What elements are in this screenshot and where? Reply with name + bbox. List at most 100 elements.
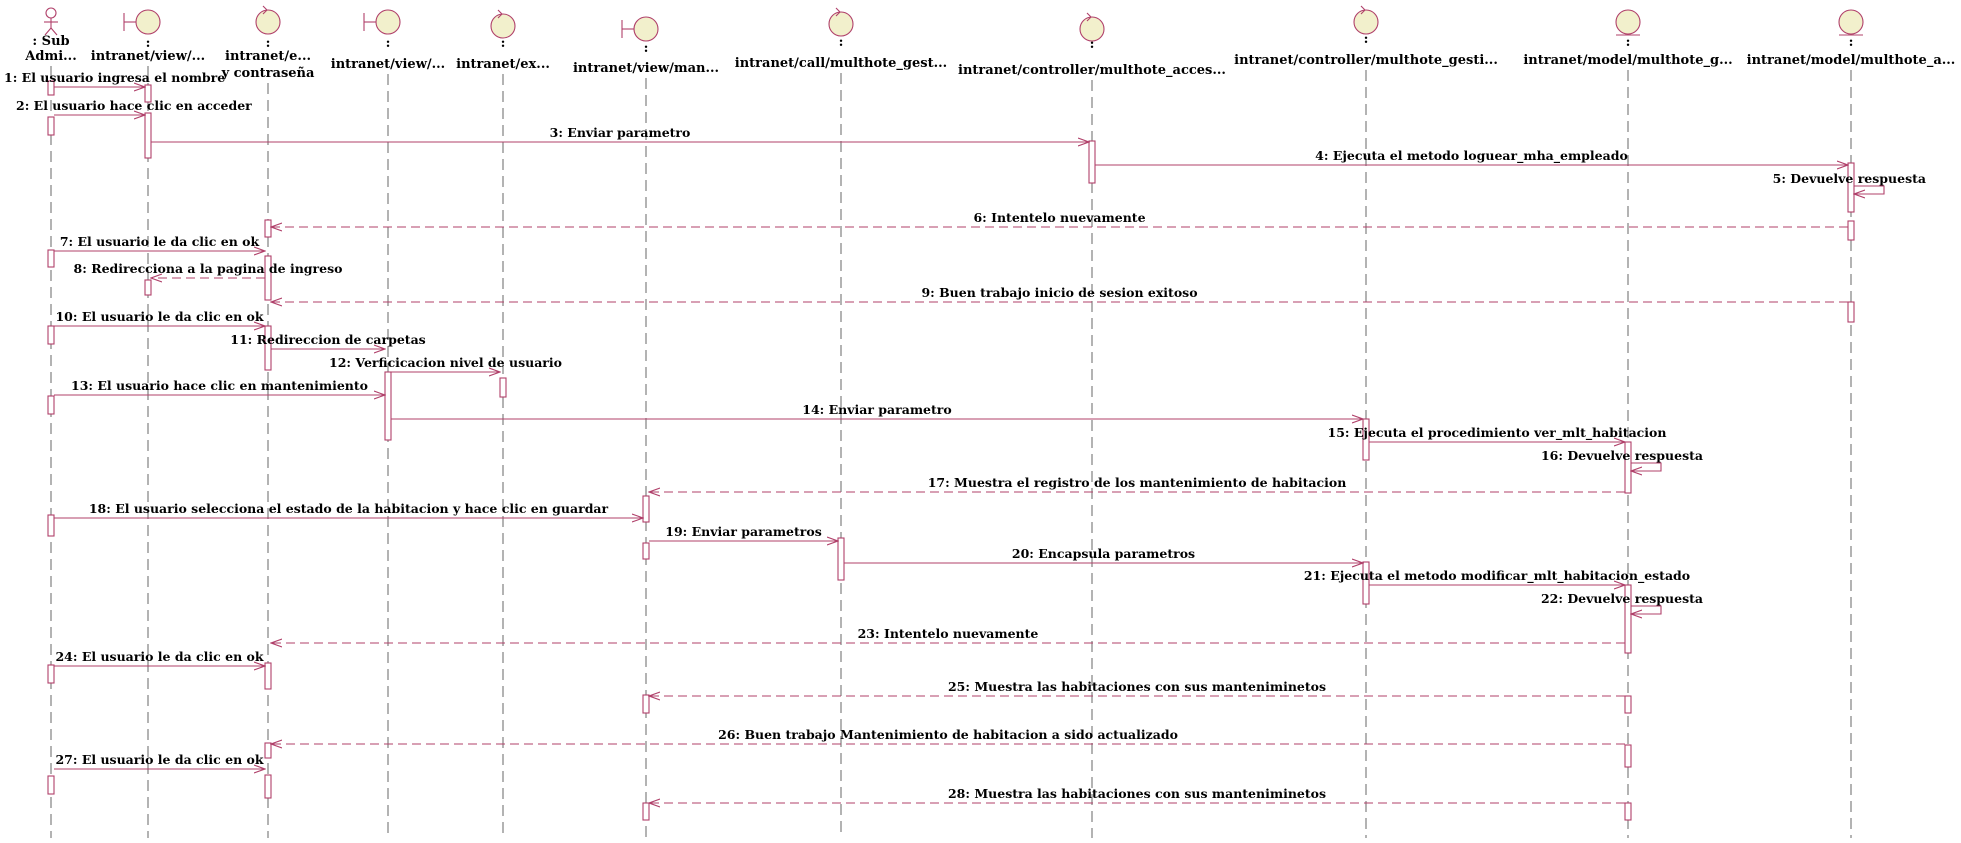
message-20: 20: Encapsula parametros bbox=[844, 546, 1363, 563]
message-arrow bbox=[1631, 605, 1662, 614]
activation-bar bbox=[642, 542, 650, 560]
participant-p2: :intranet/e... y contraseña bbox=[221, 5, 315, 81]
message-label: 1: El usuario ingresa el nombre bbox=[4, 70, 225, 85]
message-label: 28: Muestra las habitaciones con sus man… bbox=[948, 786, 1326, 801]
participant-label: intranet/model/multhote_a... bbox=[1747, 53, 1956, 68]
activation-bar bbox=[264, 325, 272, 371]
message-label: 17: Muestra el registro de los mantenimi… bbox=[928, 475, 1347, 490]
message-5: 5: Devuelve respuesta bbox=[1773, 171, 1926, 194]
message-label: 6: Intentelo nuevamente bbox=[973, 210, 1145, 225]
activation-bar bbox=[1624, 584, 1632, 654]
entity-icon bbox=[1615, 9, 1641, 36]
message-26: 26: Buen trabajo Mantenimiento de habita… bbox=[271, 727, 1625, 744]
activation-bar bbox=[144, 112, 152, 159]
activation-bar bbox=[837, 537, 845, 581]
message-3: 3: Enviar parametro bbox=[151, 125, 1089, 142]
message-label: 25: Muestra las habitaciones con sus man… bbox=[948, 679, 1326, 694]
message-14: 14: Enviar parametro bbox=[391, 402, 1363, 419]
participant-label: intranet/view/... bbox=[91, 49, 205, 64]
participant-label: : bbox=[1626, 35, 1631, 50]
participant-label: intranet/e... bbox=[225, 49, 311, 64]
message-25: 25: Muestra las habitaciones con sus man… bbox=[649, 679, 1625, 696]
message-2: 2: El usuario hace clic en acceder bbox=[16, 98, 252, 115]
message-1: 1: El usuario ingresa el nombre bbox=[4, 70, 225, 87]
activation-bar bbox=[642, 694, 650, 714]
message-label: 19: Enviar parametros bbox=[665, 524, 821, 539]
message-label: 3: Enviar parametro bbox=[550, 125, 691, 140]
participant-label: : bbox=[266, 36, 271, 51]
participant-label: : bbox=[839, 35, 844, 50]
activation-bar bbox=[47, 664, 55, 684]
activation-bar bbox=[47, 325, 55, 345]
activation-bar bbox=[1624, 695, 1632, 714]
message-28: 28: Muestra las habitaciones con sus man… bbox=[649, 786, 1625, 803]
participant-p9: :intranet/model/multhote_g... bbox=[1523, 9, 1733, 68]
message-arrow bbox=[1854, 185, 1885, 194]
message-label: 27: El usuario le da clic en ok bbox=[55, 752, 263, 767]
message-13: 13: El usuario hace clic en mantenimient… bbox=[54, 378, 385, 395]
message-7: 7: El usuario le da clic en ok bbox=[54, 234, 265, 251]
message-label: 13: El usuario hace clic en mantenimient… bbox=[71, 378, 368, 393]
activation-bar bbox=[47, 80, 55, 96]
message-19: 19: Enviar parametros bbox=[649, 524, 838, 541]
message-label: 23: Intentelo nuevamente bbox=[858, 626, 1039, 641]
boundary-icon bbox=[123, 9, 161, 35]
activation-bar bbox=[264, 662, 272, 690]
activation-bar bbox=[1624, 802, 1632, 821]
activation-bar bbox=[499, 377, 507, 398]
message-24: 24: El usuario le da clic en ok bbox=[54, 649, 265, 666]
activation-bar bbox=[1088, 140, 1096, 184]
message-12: 12: Verficicacion nivel de usuario bbox=[329, 355, 562, 372]
activation-bar bbox=[47, 775, 55, 795]
message-4: 4: Ejecuta el metodo loguear_mha_emplead… bbox=[1095, 148, 1848, 165]
participant-p7: :intranet/controller/multhote_acces... bbox=[958, 12, 1226, 78]
control-icon bbox=[255, 5, 281, 35]
activation-bar bbox=[1624, 744, 1632, 768]
message-16: 16: Devuelve respuesta bbox=[1541, 448, 1703, 471]
message-9: 9: Buen trabajo inicio de sesion exitoso bbox=[271, 285, 1848, 302]
activation-bar bbox=[1362, 561, 1370, 605]
activation-bar bbox=[47, 116, 55, 136]
participant-label: : Sub bbox=[32, 34, 69, 49]
message-label: 15: Ejecuta el procedimiento ver_mlt_hab… bbox=[1328, 425, 1667, 441]
message-15: 15: Ejecuta el procedimiento ver_mlt_hab… bbox=[1328, 425, 1667, 442]
activation-bar bbox=[1847, 220, 1855, 241]
message-23: 23: Intentelo nuevamente bbox=[271, 626, 1625, 643]
activation-bar bbox=[1362, 418, 1370, 461]
participant-label: : bbox=[501, 36, 506, 51]
activation-bar bbox=[264, 219, 272, 238]
activation-bar bbox=[144, 279, 152, 296]
participant-label: intranet/call/multhote_gest... bbox=[735, 56, 947, 71]
participant-label: intranet/view/... bbox=[331, 57, 445, 72]
message-21: 21: Ejecuta el metodo modificar_mlt_habi… bbox=[1304, 568, 1690, 585]
message-8: 8: Redirecciona a la pagina de ingreso bbox=[74, 261, 343, 278]
participant-label: : bbox=[146, 36, 151, 51]
message-label: 8: Redirecciona a la pagina de ingreso bbox=[74, 261, 343, 276]
participant-p1: :intranet/view/... bbox=[91, 9, 205, 64]
actor-icon bbox=[44, 7, 58, 36]
participant-p3: :intranet/view/... bbox=[331, 9, 445, 72]
message-label: 7: El usuario le da clic en ok bbox=[60, 234, 260, 249]
participant-label: y contraseña bbox=[221, 66, 315, 81]
message-label: 26: Buen trabajo Mantenimiento de habita… bbox=[718, 727, 1178, 742]
control-icon bbox=[490, 9, 516, 39]
message-17: 17: Muestra el registro de los mantenimi… bbox=[649, 475, 1625, 492]
activation-bar bbox=[264, 774, 272, 799]
message-label: 9: Buen trabajo inicio de sesion exitoso bbox=[921, 285, 1197, 300]
message-label: 12: Verficicacion nivel de usuario bbox=[329, 355, 562, 370]
message-6: 6: Intentelo nuevamente bbox=[271, 210, 1848, 227]
participant-label: : bbox=[1090, 37, 1095, 52]
message-arrow bbox=[1631, 462, 1662, 471]
participant-label: : bbox=[1364, 32, 1369, 47]
control-icon bbox=[1353, 5, 1379, 35]
message-label: 22: Devuelve respuesta bbox=[1541, 591, 1703, 606]
participant-p0: : SubAdmi... bbox=[24, 7, 77, 64]
message-label: 2: El usuario hace clic en acceder bbox=[16, 98, 252, 113]
activation-bar bbox=[384, 371, 392, 441]
participant-label: intranet/controller/multhote_gesti... bbox=[1234, 53, 1498, 68]
participant-p6: : intranet/call/multhote_gest... bbox=[735, 7, 947, 71]
message-label: 10: El usuario le da clic en ok bbox=[55, 309, 263, 324]
control-icon bbox=[828, 7, 854, 37]
activation-bar bbox=[47, 514, 55, 537]
